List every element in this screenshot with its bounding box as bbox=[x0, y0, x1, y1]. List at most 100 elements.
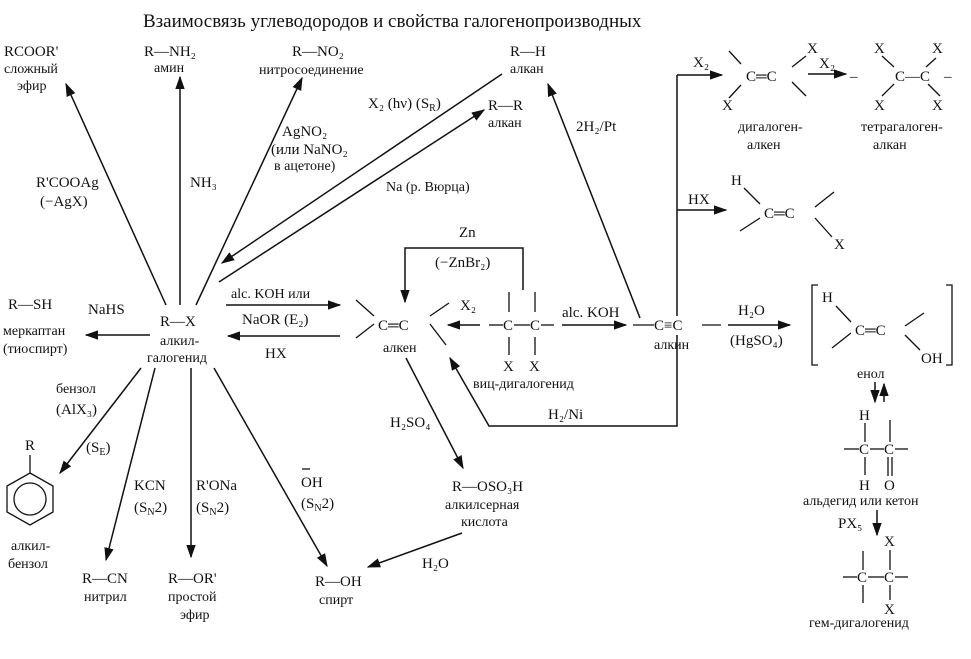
svg-text:X: X bbox=[884, 602, 895, 618]
svg-text:H: H bbox=[731, 173, 742, 189]
svg-text:(SN2): (SN2) bbox=[301, 496, 334, 514]
svg-text:C: C bbox=[884, 570, 894, 586]
thiol-name-2: (тиоспирт) bbox=[3, 342, 68, 357]
alkane-rh-name: алкан bbox=[510, 62, 544, 77]
reagent-sn2-rona: (SN2) bbox=[196, 500, 229, 518]
svg-text:алкилсерная: алкилсерная bbox=[445, 498, 520, 513]
alkane-rh-formula: R—H bbox=[510, 44, 546, 60]
reagent-px5: PX₅ bbox=[838, 516, 862, 532]
reagent-hydroxide: OH bbox=[301, 468, 323, 491]
dihaloalkene-name-1: дигалоген- bbox=[738, 120, 803, 135]
svg-text:H: H bbox=[859, 478, 870, 494]
svg-text:X: X bbox=[884, 534, 895, 550]
svg-text:OH: OH bbox=[301, 475, 323, 491]
svg-text:кислота: кислота bbox=[461, 515, 509, 530]
reagent-hgso4: (HgSO₄) bbox=[730, 333, 783, 349]
enol-name: енол bbox=[857, 367, 885, 382]
amine-name: амин bbox=[154, 61, 185, 76]
svg-text:–: – bbox=[849, 69, 858, 85]
node-gem-dihalide: X C C X гем-дигалогенид bbox=[809, 534, 909, 631]
arrow-to-nitro bbox=[195, 76, 303, 306]
svg-text:R—OH: R—OH bbox=[315, 574, 362, 590]
alkene-formula: C═C bbox=[378, 318, 409, 334]
alkyl-halide-name-2: галогенид bbox=[147, 351, 207, 366]
svg-text:(SN2): (SN2) bbox=[134, 500, 167, 518]
svg-text:простой: простой bbox=[168, 590, 217, 605]
carbonyl-name: альдегид или кетон bbox=[803, 494, 919, 509]
alkyl-halide-formula: R—X bbox=[160, 314, 196, 330]
svg-text:R—OR': R—OR' bbox=[168, 571, 217, 587]
arrow-hydrogenation-alkane bbox=[547, 82, 641, 319]
svg-text:X₂ (hν) (SR): X₂ (hν) (SR) bbox=[368, 96, 441, 114]
svg-text:C═C: C═C bbox=[855, 323, 886, 339]
reagent-minus-znbr2: (−ZnBr₂) bbox=[435, 255, 490, 271]
reagent-wurtz: Na (р. Вюрца) bbox=[386, 180, 470, 195]
reagent-r-ona: R'ONa bbox=[196, 478, 237, 494]
svg-text:X: X bbox=[932, 41, 943, 57]
node-alkylbenzene: R алкил- бензол bbox=[6, 438, 54, 572]
svg-text:C═C: C═C bbox=[764, 206, 795, 222]
tetrahaloalkane-name-2: алкан bbox=[873, 138, 907, 153]
reagent-minus-agx: (−AgX) bbox=[40, 194, 88, 210]
reagent-alc-koh-or: alc. KOH или bbox=[231, 287, 311, 302]
node-carbonyl: H C C H O альдегид или кетон bbox=[803, 408, 919, 509]
reagent-x2-hv: X₂ (hν) (SR) bbox=[368, 96, 441, 114]
diagram-title: Взаимосвязь углеводородов и свойства гал… bbox=[143, 11, 642, 32]
node-nitrile: R—CN нитрил bbox=[82, 571, 128, 605]
arrow-to-alkylbenzene bbox=[59, 367, 142, 475]
ester-name-2: эфир bbox=[17, 79, 47, 94]
nitro-formula: R—NO₂ bbox=[292, 44, 344, 60]
node-alkene: C═C алкен bbox=[355, 299, 450, 356]
reagent-alc-koh: alc. KOH bbox=[562, 305, 620, 321]
alkane-rr-formula: R—R bbox=[488, 98, 523, 114]
reagent-h2so4: H₂SO₄ bbox=[390, 415, 430, 431]
arrow-halogenation bbox=[220, 73, 503, 264]
reagent-h2o-hydrolysis: H₂O bbox=[422, 556, 449, 572]
reagent-h2o-hydration: H₂O bbox=[738, 303, 765, 319]
benzene-substituent: R bbox=[25, 438, 35, 454]
svg-text:O: O bbox=[884, 478, 895, 494]
alkyne-name: алкин bbox=[654, 338, 690, 353]
arrow-h2-ni bbox=[449, 335, 678, 427]
svg-text:X: X bbox=[503, 359, 514, 375]
svg-text:X: X bbox=[722, 98, 733, 114]
svg-text:C: C bbox=[857, 570, 867, 586]
reagent-se: (SE) bbox=[86, 440, 110, 458]
svg-text:C═C: C═C bbox=[746, 69, 777, 85]
benzene-ring-icon bbox=[6, 472, 54, 526]
thiol-formula: R—SH bbox=[8, 297, 52, 313]
node-alkyne: C≡C алкин bbox=[633, 318, 721, 353]
svg-text:C: C bbox=[884, 442, 894, 458]
reagent-x2-alkyne: X₂ bbox=[693, 55, 709, 71]
node-alkylsulfuric-acid: R—OSO₃H алкилсерная кислота bbox=[445, 479, 523, 530]
svg-text:эфир: эфир bbox=[180, 608, 210, 623]
ester-name-1: сложный bbox=[4, 62, 58, 77]
tetrahaloalkane-name-1: тетрагалоген- bbox=[861, 120, 943, 135]
node-tetrahaloalkane: X X – C—C – X X тетрагалоген- алкан bbox=[849, 41, 952, 153]
arrow-to-alcohol bbox=[213, 367, 328, 568]
arrow-to-ester bbox=[65, 82, 167, 306]
nitro-name: нитросоединение bbox=[259, 63, 364, 78]
reagent-benzene: бензол bbox=[56, 382, 96, 397]
arrow-zn-dehalogenation bbox=[400, 247, 524, 304]
dihaloalkene-name-2: алкен bbox=[747, 138, 781, 153]
arrow-wurtz bbox=[218, 109, 486, 283]
thiol-name-1: меркаптан bbox=[3, 324, 66, 339]
reagent-sn2-kcn: (SN2) bbox=[134, 500, 167, 518]
amine-formula: R—NH₂ bbox=[144, 44, 196, 60]
arrow-hydrolysis bbox=[366, 532, 463, 568]
reagent-kcn: KCN bbox=[134, 478, 166, 494]
reagent-nh3: NH₃ bbox=[190, 175, 217, 191]
reagent-x2-vic: X₂ bbox=[460, 298, 476, 314]
alkyne-formula: C≡C bbox=[654, 318, 682, 334]
reagent-or-nano2: (или NaNO₂ bbox=[271, 142, 348, 158]
reagent-agno2: AgNO₂ bbox=[282, 124, 327, 140]
svg-text:H: H bbox=[822, 290, 833, 306]
svg-text:R—CN: R—CN bbox=[82, 571, 128, 587]
ester-formula: RCOOR' bbox=[4, 44, 59, 60]
node-nitro: R—NO₂ нитросоединение bbox=[259, 44, 364, 78]
arrow-to-nitrile bbox=[104, 367, 156, 562]
aromatic-circle-icon bbox=[13, 482, 47, 516]
node-ester: RCOOR' сложный эфир bbox=[4, 44, 59, 94]
